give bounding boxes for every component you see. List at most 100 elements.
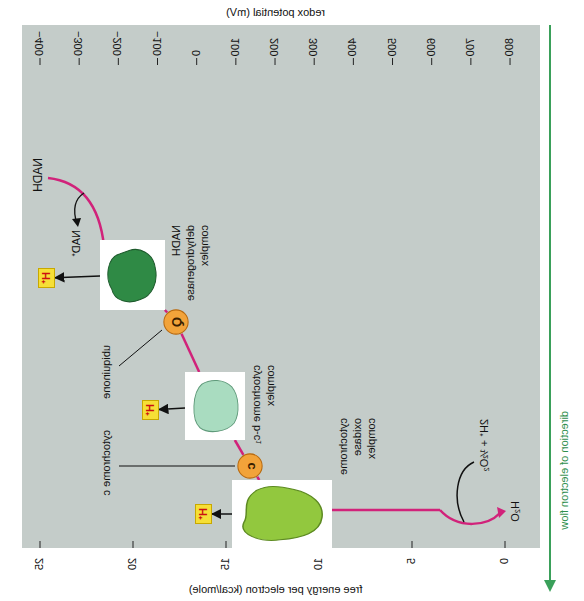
complex-illustration (185, 372, 245, 440)
label-text: −300 (72, 31, 84, 56)
water-arrowhead (497, 507, 506, 518)
tick-mark (505, 541, 506, 548)
axis-title: redox potential (mV) (226, 6, 325, 19)
molecule-label: 2H⁺ + ½O₂ (478, 419, 491, 472)
molecule-label: NADH (31, 158, 45, 192)
complex-name: cytochrome oxidase complex (337, 418, 377, 475)
label-text: 20 (126, 558, 138, 570)
label-text: 300 (307, 38, 319, 56)
tick-value: −300 (72, 31, 85, 56)
tick-mark (133, 541, 134, 548)
label-text: free energy per electron (kcal/mole) (189, 583, 363, 595)
label-text: 0 (498, 558, 510, 564)
tick-value: 15 (219, 558, 232, 570)
tick-mark (412, 541, 413, 548)
energy-path (165, 310, 167, 313)
tick-value: 20 (126, 558, 139, 570)
label-text: redox potential (mV) (226, 6, 325, 18)
proton-box: H⁺ (142, 400, 159, 420)
nad-arrowhead (72, 218, 81, 227)
protein-blob (194, 380, 238, 431)
tick-value: 0 (498, 558, 511, 564)
complex-heading: NADH dehydrogenase complex (170, 225, 211, 320)
tick-value: 400 (346, 38, 359, 56)
tick-mark (314, 58, 315, 65)
label-text: 200 (268, 38, 280, 56)
label-text: cytochrome c (100, 430, 112, 495)
label-text: 800 (503, 38, 515, 56)
tick-value: 0 (190, 50, 203, 56)
proton-arrow (159, 408, 185, 410)
tick-value: 10 (312, 558, 325, 570)
carrier-letter: Q (169, 317, 184, 327)
tick-mark (275, 58, 276, 65)
label-text: 600 (425, 38, 437, 56)
axis-ticks (40, 58, 510, 548)
flow-arrowhead (544, 580, 556, 592)
protein-complex-box: cytochrome b-c₁ complex (185, 372, 245, 440)
complex-name: cytochrome b-c₁ complex (250, 365, 276, 444)
complex-heading: cytochrome b-c₁ complex (250, 365, 278, 465)
carrier-circle: Q (163, 309, 189, 335)
tick-value: −400 (33, 31, 46, 56)
label-text: NAD⁺ (70, 230, 82, 257)
tick-mark (157, 58, 158, 65)
protein-complex-box: cytochrome oxidase complex (232, 480, 332, 548)
label-text: NADH (31, 158, 45, 192)
proton-label: H⁺ (144, 404, 156, 416)
label-text: 10 (312, 558, 324, 570)
tick-value: 800 (503, 38, 516, 56)
molecule-label: NAD⁺ (70, 230, 83, 257)
tick-mark (353, 58, 354, 65)
tick-value: −100 (151, 31, 164, 56)
label-text: 700 (464, 38, 476, 56)
tick-value: 300 (307, 38, 320, 56)
complex-name: NADH dehydrogenase complex (170, 225, 210, 301)
label-text: direction of electron flow (558, 411, 570, 530)
energy-path (182, 334, 200, 372)
tick-mark (79, 58, 80, 65)
flow-caption: direction of electron flow (558, 411, 571, 530)
molecule-label: ubiquinone (100, 345, 113, 399)
tick-value: 25 (33, 558, 46, 570)
tick-mark (40, 58, 41, 65)
tick-mark (118, 58, 119, 65)
label-text: −400 (33, 31, 45, 56)
tick-mark (226, 541, 227, 548)
proton-arrow (212, 513, 232, 515)
energy-path (235, 440, 244, 455)
label-text: 2H⁺ + ½O₂ (478, 419, 490, 472)
carrier-circle: c (237, 453, 263, 479)
tick-mark (235, 58, 236, 65)
label-text: H₂O (509, 501, 521, 522)
tick-value: 5 (405, 558, 418, 564)
complex-illustration (100, 240, 165, 310)
tick-mark (470, 58, 471, 65)
proton-label: H⁺ (40, 272, 52, 284)
carrier-disc (164, 310, 188, 334)
energy-path-end (330, 509, 440, 512)
carrier-disc (238, 454, 262, 478)
label-text: 0 (190, 50, 202, 56)
tick-mark (196, 58, 197, 65)
oxygen-arc (457, 462, 474, 522)
proton-box: H⁺ (195, 504, 212, 524)
label-text: −200 (111, 31, 123, 56)
tick-value: −200 (111, 31, 124, 56)
molecule-label: cytochrome c (100, 430, 113, 495)
tick-mark (40, 541, 41, 548)
proton-box: H⁺ (38, 268, 55, 288)
tick-value: 600 (425, 38, 438, 56)
tick-value: 100 (229, 38, 242, 56)
tick-mark (431, 58, 432, 65)
tick-mark (392, 58, 393, 65)
flow-arrow (549, 25, 551, 582)
label-text: 100 (229, 38, 241, 56)
complex-heading: cytochrome oxidase complex (337, 418, 378, 488)
tick-value: 500 (386, 38, 399, 56)
leader-line (119, 330, 162, 366)
label-text: 15 (219, 558, 231, 570)
complex-illustration (232, 480, 332, 548)
protein-complex-box: NADH dehydrogenase complex (100, 240, 165, 310)
proton-arrow (55, 276, 100, 278)
